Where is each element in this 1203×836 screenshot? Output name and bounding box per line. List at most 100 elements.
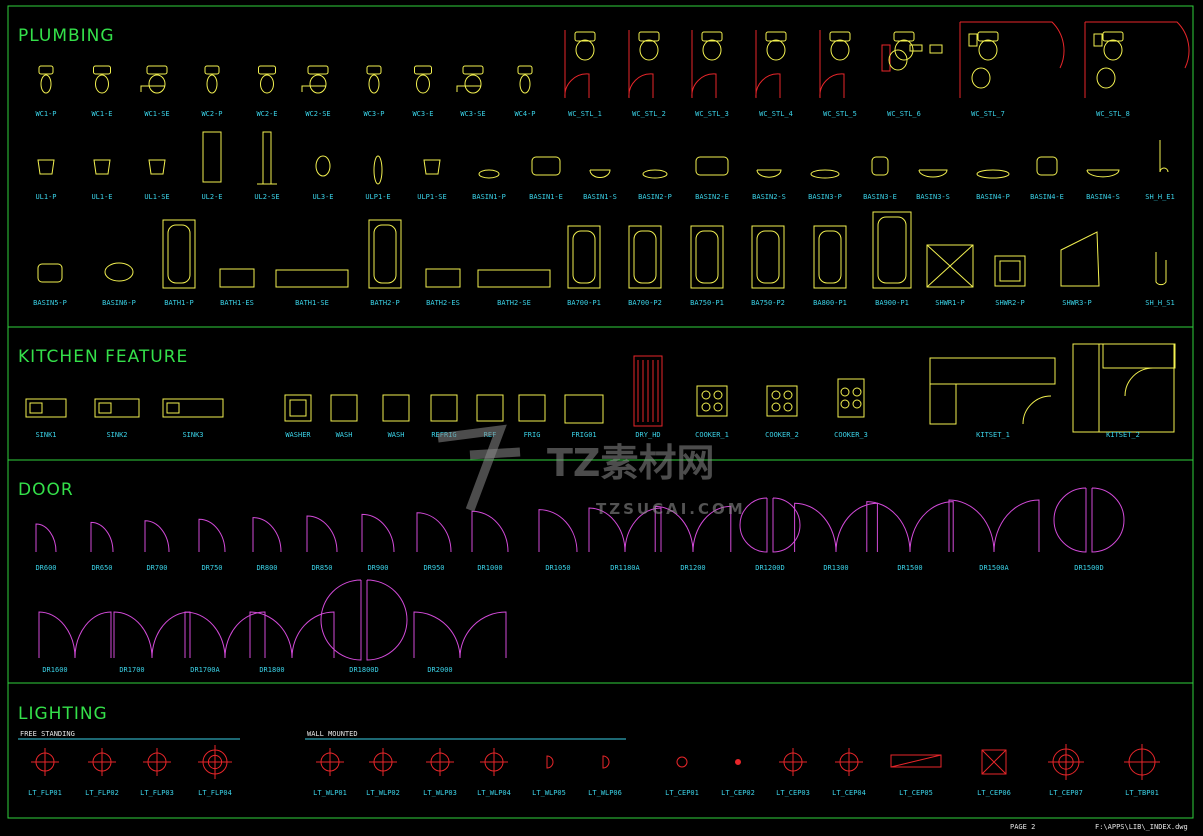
label-bath2-se: BATH2-SE: [497, 299, 531, 307]
label-washer: WASHER: [285, 431, 311, 439]
label-basin2-s: BASIN2-S: [752, 193, 786, 201]
symbol-wc-stl-6: [881, 31, 943, 72]
symbol-lt-flp04: [198, 745, 232, 779]
symbol-ul2-se: [257, 131, 277, 185]
label-ul1-se: UL1-SE: [144, 193, 169, 201]
symbol-frig: [518, 394, 546, 422]
label-shwr1-p: SHWR1-P: [935, 299, 965, 307]
symbol-ul1-p: [37, 159, 55, 175]
symbol-lt-cep01: [676, 756, 688, 768]
symbol-dr1700a: [184, 611, 266, 659]
label-basin4-e: BASIN4-E: [1030, 193, 1064, 201]
drawing-frame: [7, 5, 1194, 819]
symbol-wash: [382, 394, 410, 422]
symbol-sink2: [94, 398, 140, 418]
label-dr950: DR950: [423, 564, 444, 572]
stall-fixture-icon: [893, 31, 915, 61]
symbol-wc3-e: [414, 65, 432, 94]
symbol-dr1050: [538, 509, 578, 553]
symbol-wc2-e: [258, 65, 276, 94]
stall-fixture-icon: [701, 31, 723, 61]
symbol-shwr1-p: [926, 244, 974, 288]
label-wc3-se: WC3-SE: [460, 110, 485, 118]
label-wash: WASH: [388, 431, 405, 439]
symbol-washer: [284, 394, 312, 422]
watermark: TZ素材网 TZSUCAI.COM: [437, 424, 743, 518]
label-ul2-e: UL2-E: [201, 193, 222, 201]
label-lt-flp04: LT_FLP04: [198, 789, 232, 797]
symbol-dr1300: [794, 502, 878, 553]
symbol-cooker-3: [837, 378, 865, 418]
symbol-ulp1-se: [423, 159, 441, 175]
label-ulp1-e: ULP1-E: [365, 193, 390, 201]
symbol-sh-h-e1: [1159, 140, 1169, 173]
symbol-lt-cep03: [779, 748, 807, 776]
label-basin4-p: BASIN4-P: [976, 193, 1010, 201]
symbol-wc-stl-3: [691, 30, 723, 99]
label-lt-flp02: LT_FLP02: [85, 789, 119, 797]
symbol-dr950: [416, 512, 452, 553]
symbol-wc4-p: [517, 65, 533, 94]
label-wc2-se: WC2-SE: [305, 110, 330, 118]
symbol-wc2-p: [204, 65, 220, 94]
label-dr750: DR750: [201, 564, 222, 572]
label-ba700-p2: BA700-P2: [628, 299, 662, 307]
label-dr1800d: DR1800D: [349, 666, 379, 674]
label-basin1-p: BASIN1-P: [472, 193, 506, 201]
symbol-bath2-es: [425, 268, 461, 288]
symbol-dr700: [144, 520, 170, 553]
label-dr650: DR650: [91, 564, 112, 572]
label-lt-cep06: LT_CEP06: [977, 789, 1011, 797]
label-lt-flp03: LT_FLP03: [140, 789, 174, 797]
label-dr1600: DR1600: [42, 666, 67, 674]
symbol-basin3-s: [918, 169, 948, 178]
label-bath1-p: BATH1-P: [164, 299, 194, 307]
label-wc3-p: WC3-P: [363, 110, 384, 118]
symbol-kitset-1: [929, 357, 1056, 425]
symbol-basin1-p: [478, 169, 500, 179]
label-wc-stl-3: WC_STL_3: [695, 110, 729, 118]
symbol-lt-wlp02: [369, 748, 397, 776]
label-dr1500a: DR1500A: [979, 564, 1009, 572]
label-cooker-3: COOKER_3: [834, 431, 868, 439]
symbol-lt-wlp04: [480, 748, 508, 776]
symbol-basin2-s: [756, 169, 782, 178]
symbol-refrig: [430, 394, 458, 422]
label-ba700-p1: BA700-P1: [567, 299, 601, 307]
label-basin3-e: BASIN3-E: [863, 193, 897, 201]
label-dr900: DR900: [367, 564, 388, 572]
symbol-wc2-se: [301, 65, 329, 94]
symbol-wc1-p: [38, 65, 54, 94]
label-basin1-e: BASIN1-E: [529, 193, 563, 201]
symbol-dr1600: [38, 611, 112, 659]
label-lt-wlp06: LT_WLP06: [588, 789, 622, 797]
symbol-ba900-p1: [872, 211, 912, 289]
label-dr600: DR600: [35, 564, 56, 572]
label-lt-wlp05: LT_WLP05: [532, 789, 566, 797]
label-wash: WASH: [336, 431, 353, 439]
label-ul1-e: UL1-E: [91, 193, 112, 201]
symbol-basin4-s: [1086, 169, 1120, 178]
symbol-dr1200d: [739, 497, 801, 553]
symbol-lt-cep05: [890, 754, 942, 768]
symbol-dr1500a: [948, 499, 1040, 553]
label-wc-stl-5: WC_STL_5: [823, 110, 857, 118]
symbol-lt-cep02: [735, 759, 741, 765]
symbol-dr850: [306, 515, 338, 553]
label-dr1500: DR1500: [897, 564, 922, 572]
label-kitset-1: KITSET_1: [976, 431, 1010, 439]
section-title-plumbing: PLUMBING: [18, 26, 115, 46]
symbol-wash: [330, 394, 358, 422]
symbol-dr1700: [113, 611, 191, 659]
symbol-dr1180a: [588, 507, 662, 553]
label-basin5-p: BASIN5-P: [33, 299, 67, 307]
label-wc-stl-2: WC_STL_2: [632, 110, 666, 118]
symbol-ul1-e: [93, 159, 111, 175]
symbol-bath2-p: [368, 219, 402, 289]
symbol-basin3-p: [810, 169, 840, 179]
label-shwr2-p: SHWR2-P: [995, 299, 1025, 307]
symbol-basin3-e: [871, 156, 889, 176]
label-lt-flp01: LT_FLP01: [28, 789, 62, 797]
symbol-ba750-p1: [690, 225, 724, 289]
